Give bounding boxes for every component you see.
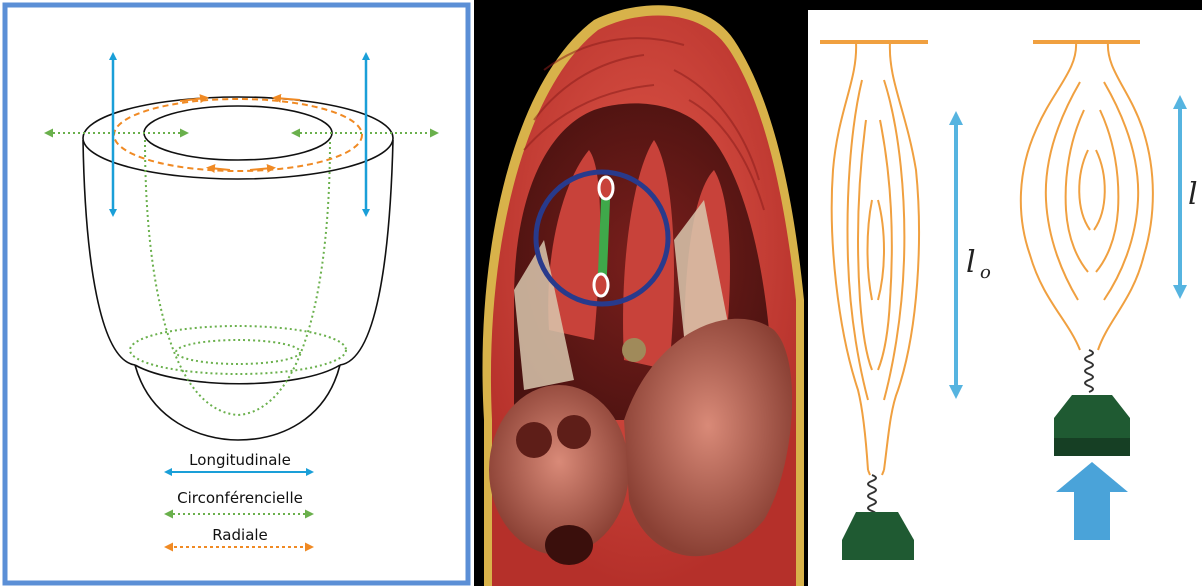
muscle-length-diagram: l o l [808, 0, 1202, 586]
coronary-ostium-left [516, 422, 552, 458]
rest-length-symbol: l [966, 245, 976, 280]
valve-nodule [622, 338, 646, 362]
strain-directions-panel: Longitudinale Circonférencielle Radiale [0, 0, 474, 586]
muscle-contraction-panel: l o l [808, 0, 1202, 586]
vessel-lumen [545, 525, 593, 565]
heart-cross-section-illustration [474, 0, 808, 586]
segment-marker-bottom [594, 274, 608, 296]
ventricle-strain-diagram: Longitudinale Circonférencielle Radiale [0, 0, 474, 586]
legend-radial-label: Radiale [212, 526, 268, 544]
coronary-ostium-right [557, 415, 591, 449]
contracted-length-symbol: l [1188, 177, 1198, 212]
heart-section-panel [474, 0, 808, 586]
legend-circumferential-label: Circonférencielle [177, 489, 303, 507]
top-border [808, 0, 1202, 10]
segment-marker-top [599, 177, 613, 199]
legend-longitudinal-label: Longitudinale [189, 451, 291, 469]
rest-length-subscript: o [980, 262, 991, 283]
segment-line [602, 188, 606, 285]
weight-base-contracted [1054, 438, 1130, 456]
